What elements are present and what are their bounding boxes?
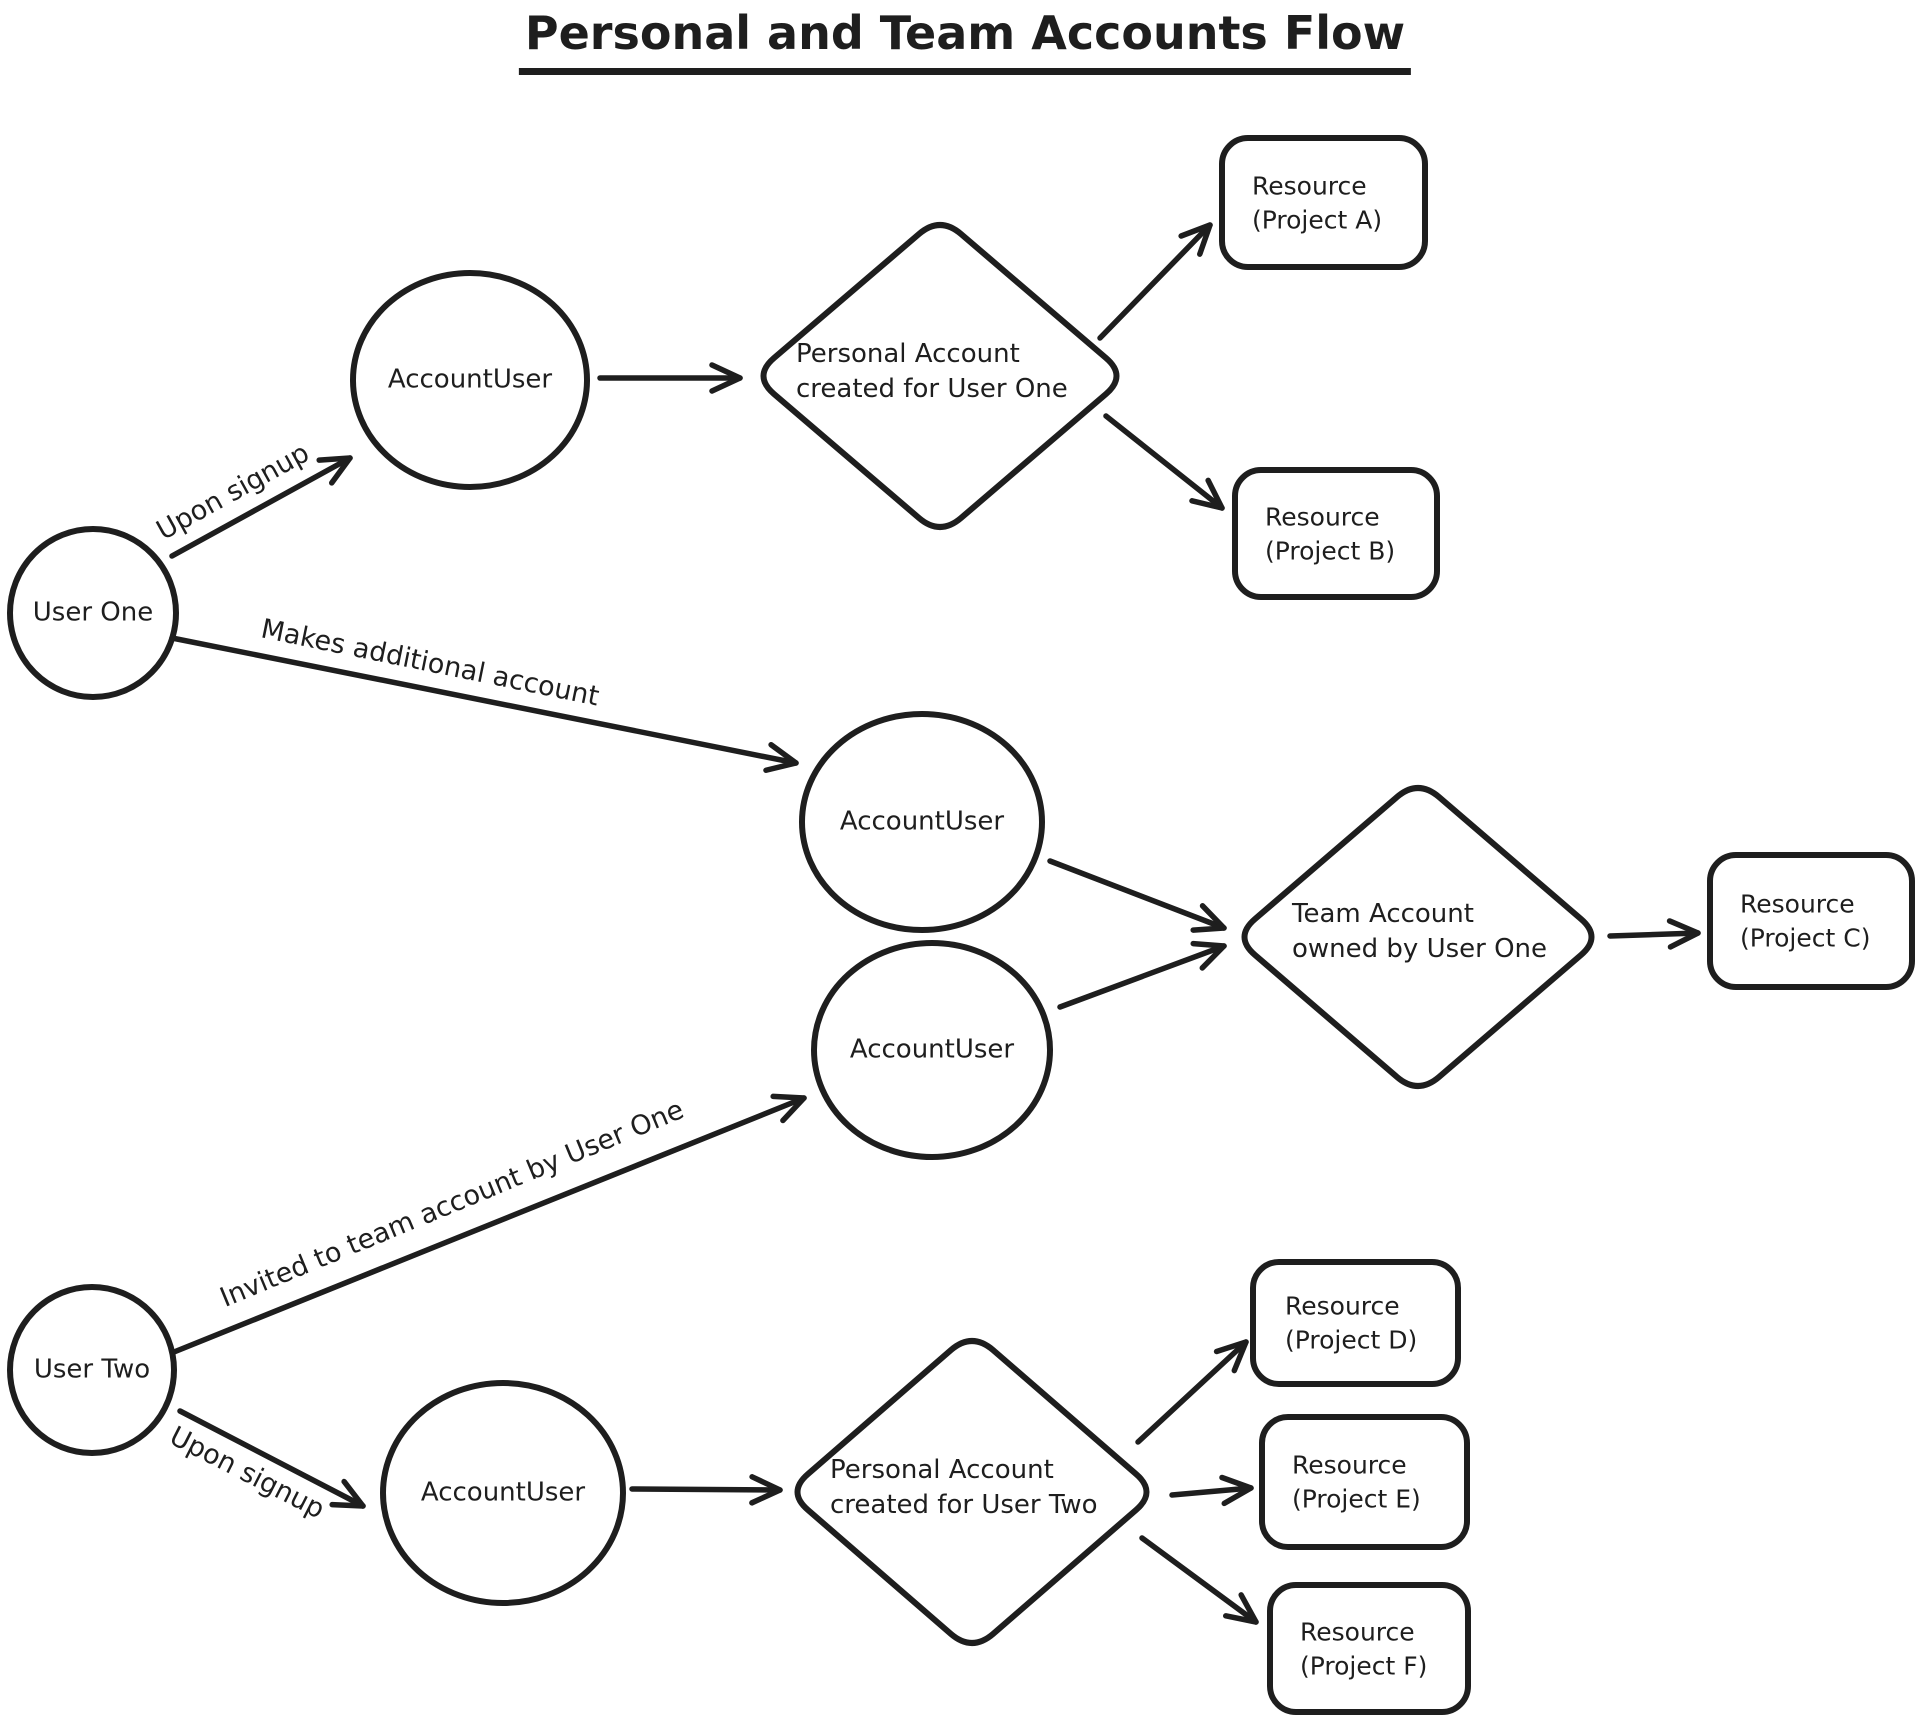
- node-label-account-user-1: AccountUser: [387, 364, 553, 395]
- circle-account-user-4[interactable]: [380, 1380, 626, 1606]
- arrow-user-two-signup[interactable]: [177, 1408, 366, 1509]
- arrow-personal-two-to-resource-f[interactable]: [1139, 1535, 1259, 1625]
- node-label-personal-account-one: Personal Account created for User One: [796, 338, 1068, 404]
- diagram-title: Personal and Team Accounts Flow: [518, 6, 1412, 75]
- circle-account-user-2[interactable]: [799, 711, 1045, 933]
- arrow-user-one-makes-additional[interactable]: [169, 635, 799, 773]
- node-label-user-two: User Two: [33, 1354, 151, 1385]
- arrow-user-one-signup[interactable]: [169, 455, 353, 559]
- rect-resource-project-f[interactable]: [1267, 1582, 1471, 1715]
- node-label-account-user-4: AccountUser: [420, 1477, 586, 1508]
- circle-user-one[interactable]: [7, 526, 179, 700]
- rect-resource-project-e[interactable]: [1259, 1414, 1470, 1550]
- node-label-user-one: User One: [32, 597, 154, 628]
- circle-account-user-3[interactable]: [811, 940, 1053, 1160]
- arrow-personal-two-to-resource-e[interactable]: [1169, 1474, 1254, 1507]
- diamond-personal-account-user-two[interactable]: [794, 1338, 1150, 1646]
- node-label-resource-b: Resource (Project B): [1265, 502, 1396, 565]
- arrow-personal-two-to-resource-d[interactable]: [1135, 1339, 1249, 1445]
- node-label-account-user-3: AccountUser: [849, 1034, 1015, 1065]
- arrow-accountuser4-to-personal-two[interactable]: [629, 1474, 783, 1506]
- rect-resource-project-d[interactable]: [1250, 1259, 1461, 1387]
- rect-resource-project-c[interactable]: [1707, 852, 1915, 990]
- rect-resource-project-b[interactable]: [1232, 467, 1440, 600]
- node-label-team-account: Team Account owned by User One: [1292, 898, 1548, 964]
- arrow-accountuser3-to-team[interactable]: [1057, 940, 1227, 1010]
- node-label-resource-d: Resource (Project D): [1285, 1291, 1418, 1354]
- circle-user-two[interactable]: [7, 1284, 177, 1456]
- node-label-resource-c: Resource (Project C): [1740, 889, 1871, 952]
- node-label-resource-f: Resource (Project F): [1300, 1617, 1428, 1680]
- arrow-personal-one-to-resource-b[interactable]: [1103, 413, 1225, 511]
- arrow-team-to-resource-c[interactable]: [1607, 918, 1701, 950]
- arrow-user-two-invited[interactable]: [171, 1093, 807, 1355]
- arrow-personal-one-to-resource-a[interactable]: [1097, 222, 1213, 341]
- node-label-resource-a: Resource (Project A): [1252, 171, 1383, 234]
- diamond-personal-account-user-one[interactable]: [760, 222, 1120, 530]
- rect-resource-project-a[interactable]: [1219, 135, 1428, 270]
- node-label-personal-account-two: Personal Account created for User Two: [830, 1454, 1098, 1520]
- arrow-accountuser2-to-team[interactable]: [1047, 858, 1227, 933]
- diamond-team-account[interactable]: [1241, 785, 1595, 1089]
- circle-account-user-1[interactable]: [350, 270, 590, 490]
- node-label-account-user-2: AccountUser: [839, 806, 1005, 837]
- node-label-resource-e: Resource (Project E): [1292, 1450, 1421, 1513]
